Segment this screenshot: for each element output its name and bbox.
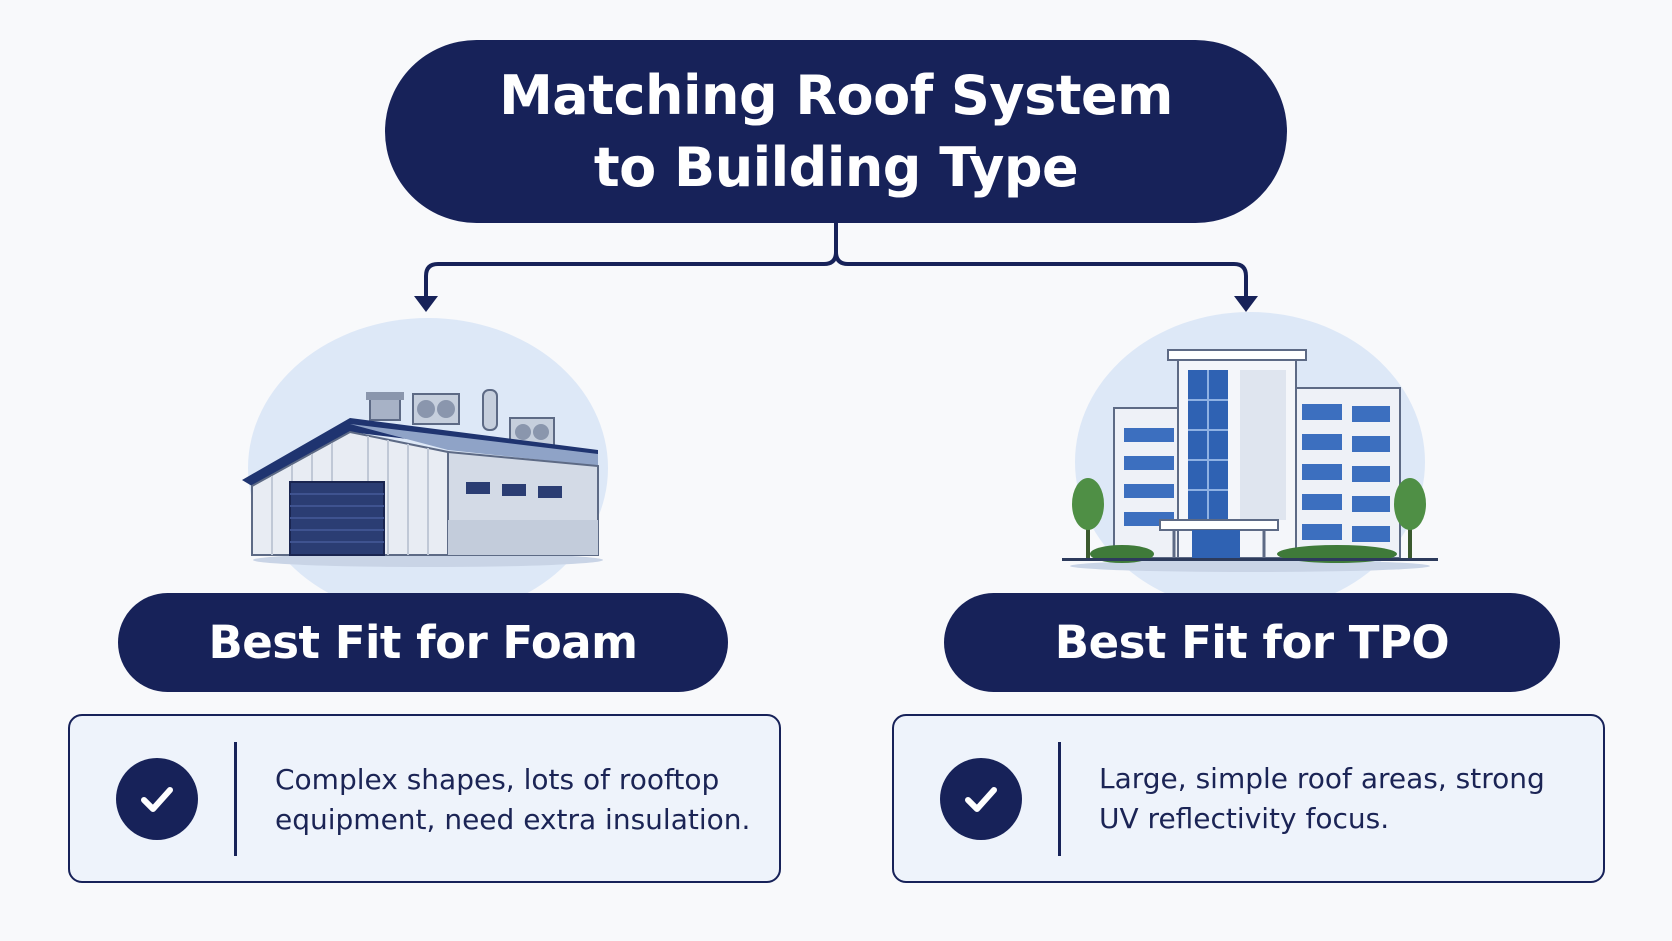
card-divider [1058,742,1061,856]
check-icon [116,758,198,840]
connector-right-arrow [834,250,1248,302]
title-line-1: Matching Roof System [499,63,1173,127]
title-line-2: to Building Type [593,135,1079,199]
tpo-description: Large, simple roof areas, strong UV refl… [1099,761,1545,835]
arrowhead-left [414,296,438,312]
foam-description-card: Complex shapes, lots of rooftop equipmen… [68,714,781,883]
warehouse-icon [242,389,603,567]
card-divider [234,742,237,856]
check-icon [940,758,1022,840]
arrowhead-right [1234,296,1258,312]
office-building-icon [1062,349,1438,572]
foam-description: Complex shapes, lots of rooftop equipmen… [275,762,751,836]
tpo-description-card: Large, simple roof areas, strong UV refl… [892,714,1605,883]
foam-heading-pill: Best Fit for Foam [118,593,728,692]
foam-heading: Best Fit for Foam [208,616,638,669]
tpo-heading-pill: Best Fit for TPO [944,593,1560,692]
tpo-heading: Best Fit for TPO [1054,616,1450,669]
title-banner: Matching Roof System to Building Type [385,40,1287,223]
connector-left-arrow [424,220,838,302]
